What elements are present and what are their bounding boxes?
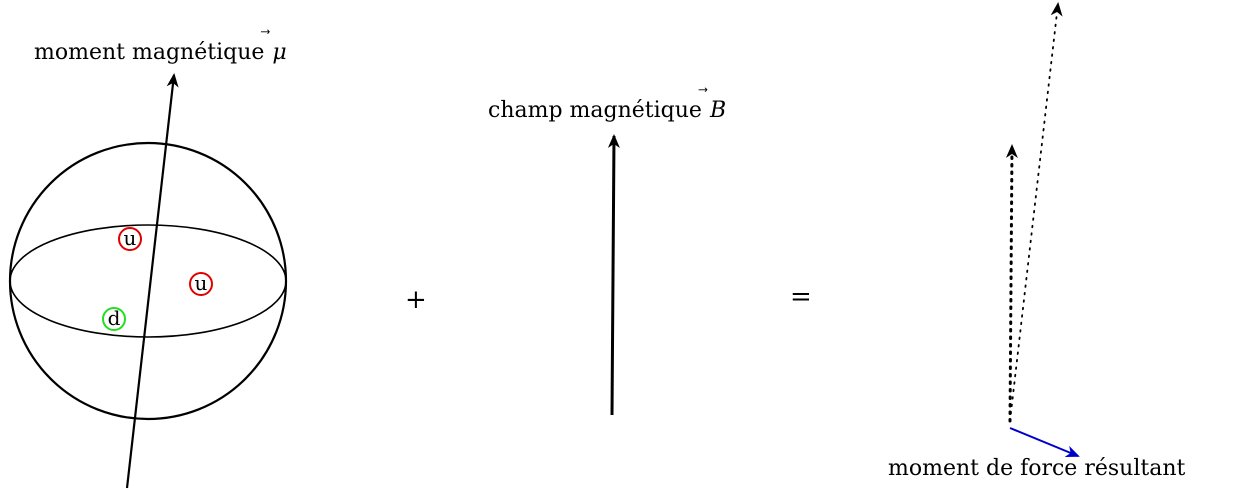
plus-sign: +	[405, 285, 427, 315]
mu-symbol: ⃗μ	[272, 42, 286, 64]
equals-sign: =	[790, 282, 812, 312]
magnetic-field-label: champ magnétique⃗B	[488, 100, 726, 122]
quark-up-2: u	[189, 272, 213, 296]
magnetic-moment-text: moment magnétique	[34, 40, 265, 65]
quark-up-1: u	[118, 227, 142, 251]
dotted-moment-arrow	[1009, 2, 1063, 422]
dotted-field-arrow	[1005, 144, 1018, 423]
magnetic-field-text: champ magnétique	[488, 98, 702, 123]
magnetic-moment-arrow	[125, 73, 179, 489]
mu-letter: μ	[272, 40, 287, 65]
b-letter: B	[709, 98, 727, 123]
magnetic-moment-label: moment magnétique⃗μ	[34, 42, 287, 64]
torque-arrow	[1009, 427, 1080, 457]
proton-sphere	[8, 141, 288, 421]
magnetic-field-arrow	[607, 134, 620, 416]
torque-label: moment de force résultant	[888, 456, 1186, 481]
quark-down: d	[102, 307, 126, 331]
proton-equator	[9, 224, 287, 338]
b-symbol: ⃗B	[710, 100, 726, 122]
